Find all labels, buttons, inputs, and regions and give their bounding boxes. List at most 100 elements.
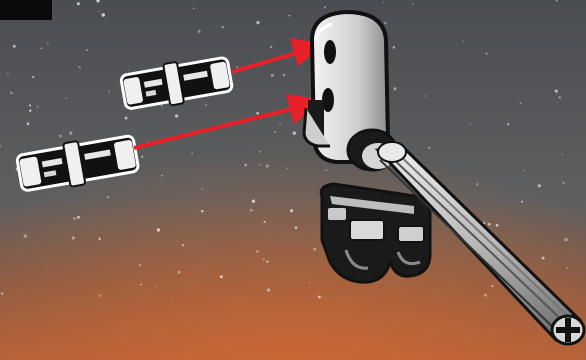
star [45, 264, 46, 265]
star [318, 296, 321, 299]
star [26, 122, 29, 125]
star [244, 164, 247, 167]
star [262, 258, 264, 260]
star [270, 46, 272, 48]
star [77, 216, 80, 219]
axle-end-cross-icon [552, 316, 584, 344]
star [290, 209, 293, 212]
technic-cross-block-icon [321, 184, 430, 282]
star [98, 238, 101, 241]
star [523, 170, 524, 171]
star [161, 105, 163, 107]
star [72, 236, 75, 239]
star [562, 154, 563, 155]
star [193, 8, 194, 9]
star [542, 257, 545, 260]
star [496, 224, 499, 227]
star [29, 104, 31, 106]
star [175, 114, 178, 117]
star [289, 15, 291, 17]
star [271, 74, 274, 77]
star [37, 106, 39, 108]
star [236, 66, 238, 68]
star [538, 184, 541, 187]
star [201, 210, 204, 213]
star [250, 209, 253, 212]
star [256, 21, 260, 25]
corner-mark [0, 0, 52, 20]
star [182, 244, 184, 246]
star [191, 152, 192, 153]
star [140, 284, 142, 286]
star [41, 48, 42, 49]
star [412, 4, 414, 6]
star [279, 124, 280, 125]
star [559, 96, 561, 98]
star [59, 134, 62, 137]
star [201, 188, 202, 189]
star [287, 167, 288, 168]
star [77, 2, 80, 5]
star [161, 175, 163, 177]
star [178, 271, 181, 274]
star [29, 110, 31, 112]
star [259, 164, 260, 165]
star [424, 95, 425, 96]
star [172, 299, 173, 300]
star [555, 89, 558, 92]
star [259, 151, 260, 152]
star [428, 147, 430, 149]
star [564, 238, 567, 241]
star [266, 260, 269, 263]
star [313, 248, 316, 251]
star [484, 294, 487, 297]
star [566, 267, 568, 269]
star [125, 117, 128, 120]
star [99, 295, 101, 297]
star [220, 275, 223, 278]
star [393, 87, 396, 90]
star [383, 2, 384, 3]
star [10, 92, 13, 95]
star [293, 132, 296, 135]
star [102, 13, 105, 16]
star [7, 73, 8, 75]
star [109, 91, 110, 92]
star [139, 264, 141, 266]
star [295, 226, 298, 229]
star [267, 288, 270, 291]
star [488, 223, 491, 226]
star [563, 182, 565, 184]
star [325, 169, 327, 171]
star [1, 292, 4, 295]
star [13, 45, 16, 48]
star [263, 221, 265, 223]
star [491, 285, 493, 287]
star [98, 11, 99, 12]
star [470, 123, 471, 124]
star [79, 66, 81, 68]
star [485, 52, 487, 54]
star [157, 228, 160, 231]
star [32, 76, 34, 78]
star [156, 286, 157, 287]
star [141, 155, 144, 158]
star [274, 131, 276, 133]
star [86, 49, 88, 51]
star [324, 6, 326, 8]
star [256, 250, 258, 252]
star [507, 123, 509, 125]
star [266, 164, 269, 167]
star [393, 46, 396, 49]
star [47, 42, 49, 44]
star [521, 201, 523, 203]
star [198, 30, 201, 33]
star [309, 282, 310, 283]
star [463, 40, 465, 42]
star [24, 234, 28, 238]
star [65, 98, 66, 99]
star [107, 196, 109, 198]
star [69, 132, 73, 136]
star [476, 183, 479, 186]
